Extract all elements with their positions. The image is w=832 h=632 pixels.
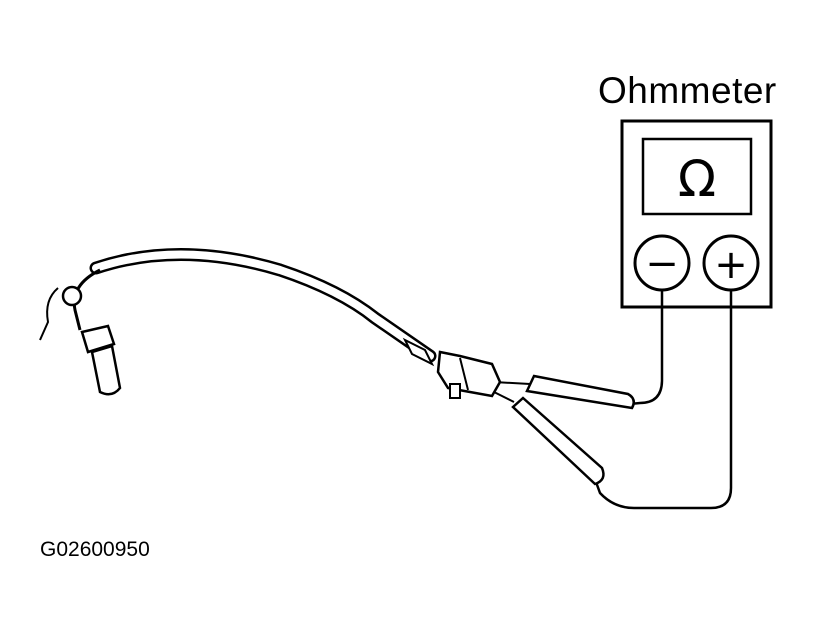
sensor-ground-wire: [39, 287, 59, 341]
upper-probe: [525, 374, 636, 410]
probe-icon: [489, 374, 636, 486]
lower-probe: [511, 396, 605, 486]
negative-terminal-sign: −: [645, 241, 679, 287]
ohmmeter-icon: Ω − +: [620, 119, 773, 309]
connector-body: [436, 350, 502, 398]
harness-cable-outer: [89, 248, 437, 363]
ohmmeter-display: [641, 137, 753, 216]
sensor-probe-tip: [90, 344, 122, 396]
harness-sleeve: [402, 337, 435, 367]
positive-lead: [594, 290, 733, 510]
harness-cable-inner: [92, 250, 434, 360]
sensor-body: [80, 324, 116, 354]
connector-detail: [459, 357, 469, 391]
positive-terminal-sign: +: [714, 242, 748, 288]
connector-icon: [436, 350, 502, 399]
connector-latch: [449, 383, 461, 399]
negative-lead: [629, 290, 664, 406]
sensor-icon: [39, 268, 122, 396]
sensor-bracket: [61, 285, 83, 307]
meter-title: Ohmmeter: [598, 70, 777, 111]
ohm-symbol: Ω: [678, 150, 716, 208]
figure-code: G02600950: [40, 538, 150, 561]
